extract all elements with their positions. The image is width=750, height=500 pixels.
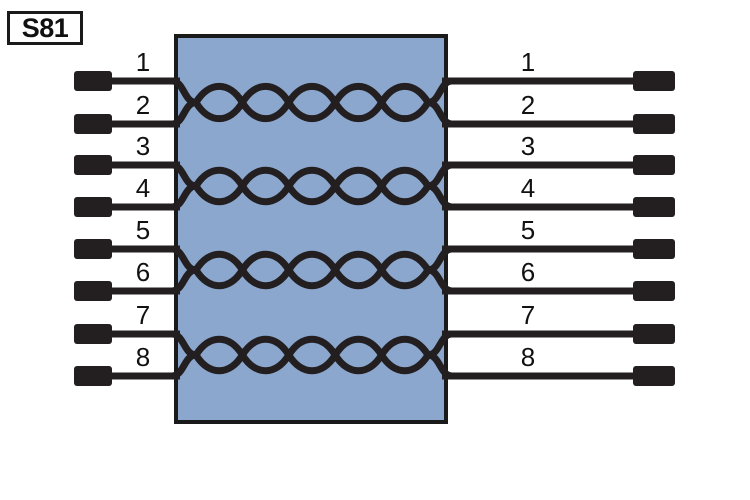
left-connector-pin-7 — [74, 324, 112, 344]
left-pin-number-2: 2 — [135, 90, 151, 120]
left-connector-pin-8 — [74, 366, 112, 386]
right-connector-pin-2 — [633, 114, 675, 134]
twisted-wire-pair-1-2-a — [171, 77, 453, 128]
right-connector-pin-4 — [633, 197, 675, 217]
right-pin-number-4: 4 — [520, 173, 536, 203]
left-pin-number-5: 5 — [135, 215, 151, 245]
right-pin-number-8: 8 — [520, 342, 536, 372]
left-pin-number-1: 1 — [135, 47, 151, 77]
right-pin-number-5: 5 — [520, 215, 536, 245]
left-pin-number-3: 3 — [135, 131, 151, 161]
right-connector-pin-6 — [633, 281, 675, 301]
twisted-wire-pair-7-8-a — [171, 330, 453, 380]
left-pin-number-8: 8 — [135, 342, 151, 372]
twisted-wire-pair-3-4-a — [171, 161, 453, 211]
diagram-label-text: S81 — [21, 12, 69, 43]
twisted-wire-pair-3-4-b — [171, 161, 453, 211]
twisted-wire-pair-1-2-b — [171, 77, 453, 128]
left-connector-pin-4 — [74, 197, 112, 217]
right-connector-pin-8 — [633, 366, 675, 386]
left-pin-number-6: 6 — [135, 257, 151, 287]
left-connector-pin-1 — [74, 71, 112, 91]
cable-jacket — [174, 34, 448, 424]
left-connector-pin-3 — [74, 155, 112, 175]
left-connector-pin-5 — [74, 239, 112, 259]
left-connector-pin-6 — [74, 281, 112, 301]
twisted-wire-pair-5-6-a — [171, 245, 453, 295]
right-pin-number-2: 2 — [520, 90, 536, 120]
left-connector-pin-2 — [74, 114, 112, 134]
right-pin-number-7: 7 — [520, 300, 536, 330]
left-pin-number-4: 4 — [135, 173, 151, 203]
left-pin-number-7: 7 — [135, 300, 151, 330]
right-pin-number-1: 1 — [520, 47, 536, 77]
right-connector-pin-3 — [633, 155, 675, 175]
right-pin-number-3: 3 — [520, 131, 536, 161]
twisted-wire-pair-7-8-b — [171, 330, 453, 380]
right-pin-number-6: 6 — [520, 257, 536, 287]
right-connector-pin-5 — [633, 239, 675, 259]
twisted-wire-pair-5-6-b — [171, 245, 453, 295]
right-connector-pin-7 — [633, 324, 675, 344]
right-connector-pin-1 — [633, 71, 675, 91]
